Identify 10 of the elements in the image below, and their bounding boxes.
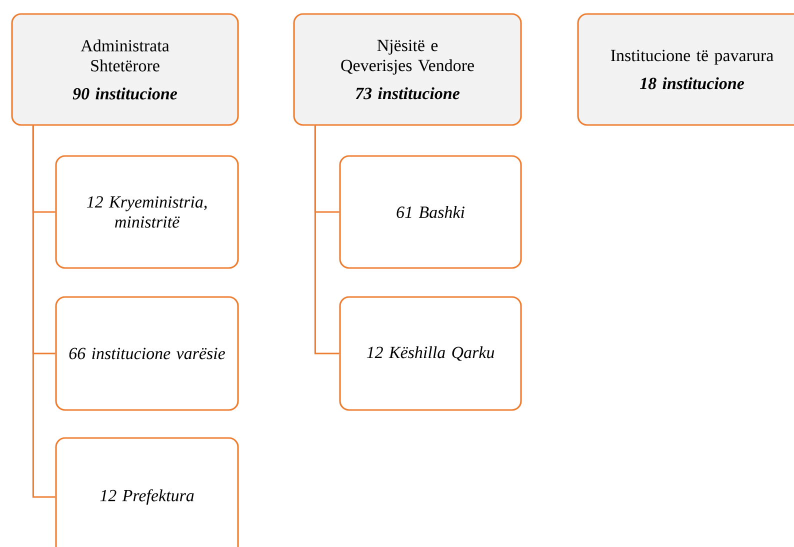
connector-line: [32, 126, 56, 498]
category-box: Administrata Shtetërore 90 institucione: [11, 13, 239, 126]
unit-box: 61 Bashki: [339, 155, 522, 269]
category-box: Njësitë e Qeverisjes Vendore 73 institucione: [293, 13, 522, 126]
unit-box: 12 Këshilla Qarku: [339, 296, 522, 411]
unit-box: 12 Prefektura: [55, 437, 239, 547]
unit-box: 12 Kryeministria, ministritë: [55, 155, 239, 269]
unit-box: 66 institucione varësie: [55, 296, 239, 411]
category-box: Institucione të pavarura 18 institucione: [577, 13, 794, 126]
connector-line: [314, 126, 340, 354]
